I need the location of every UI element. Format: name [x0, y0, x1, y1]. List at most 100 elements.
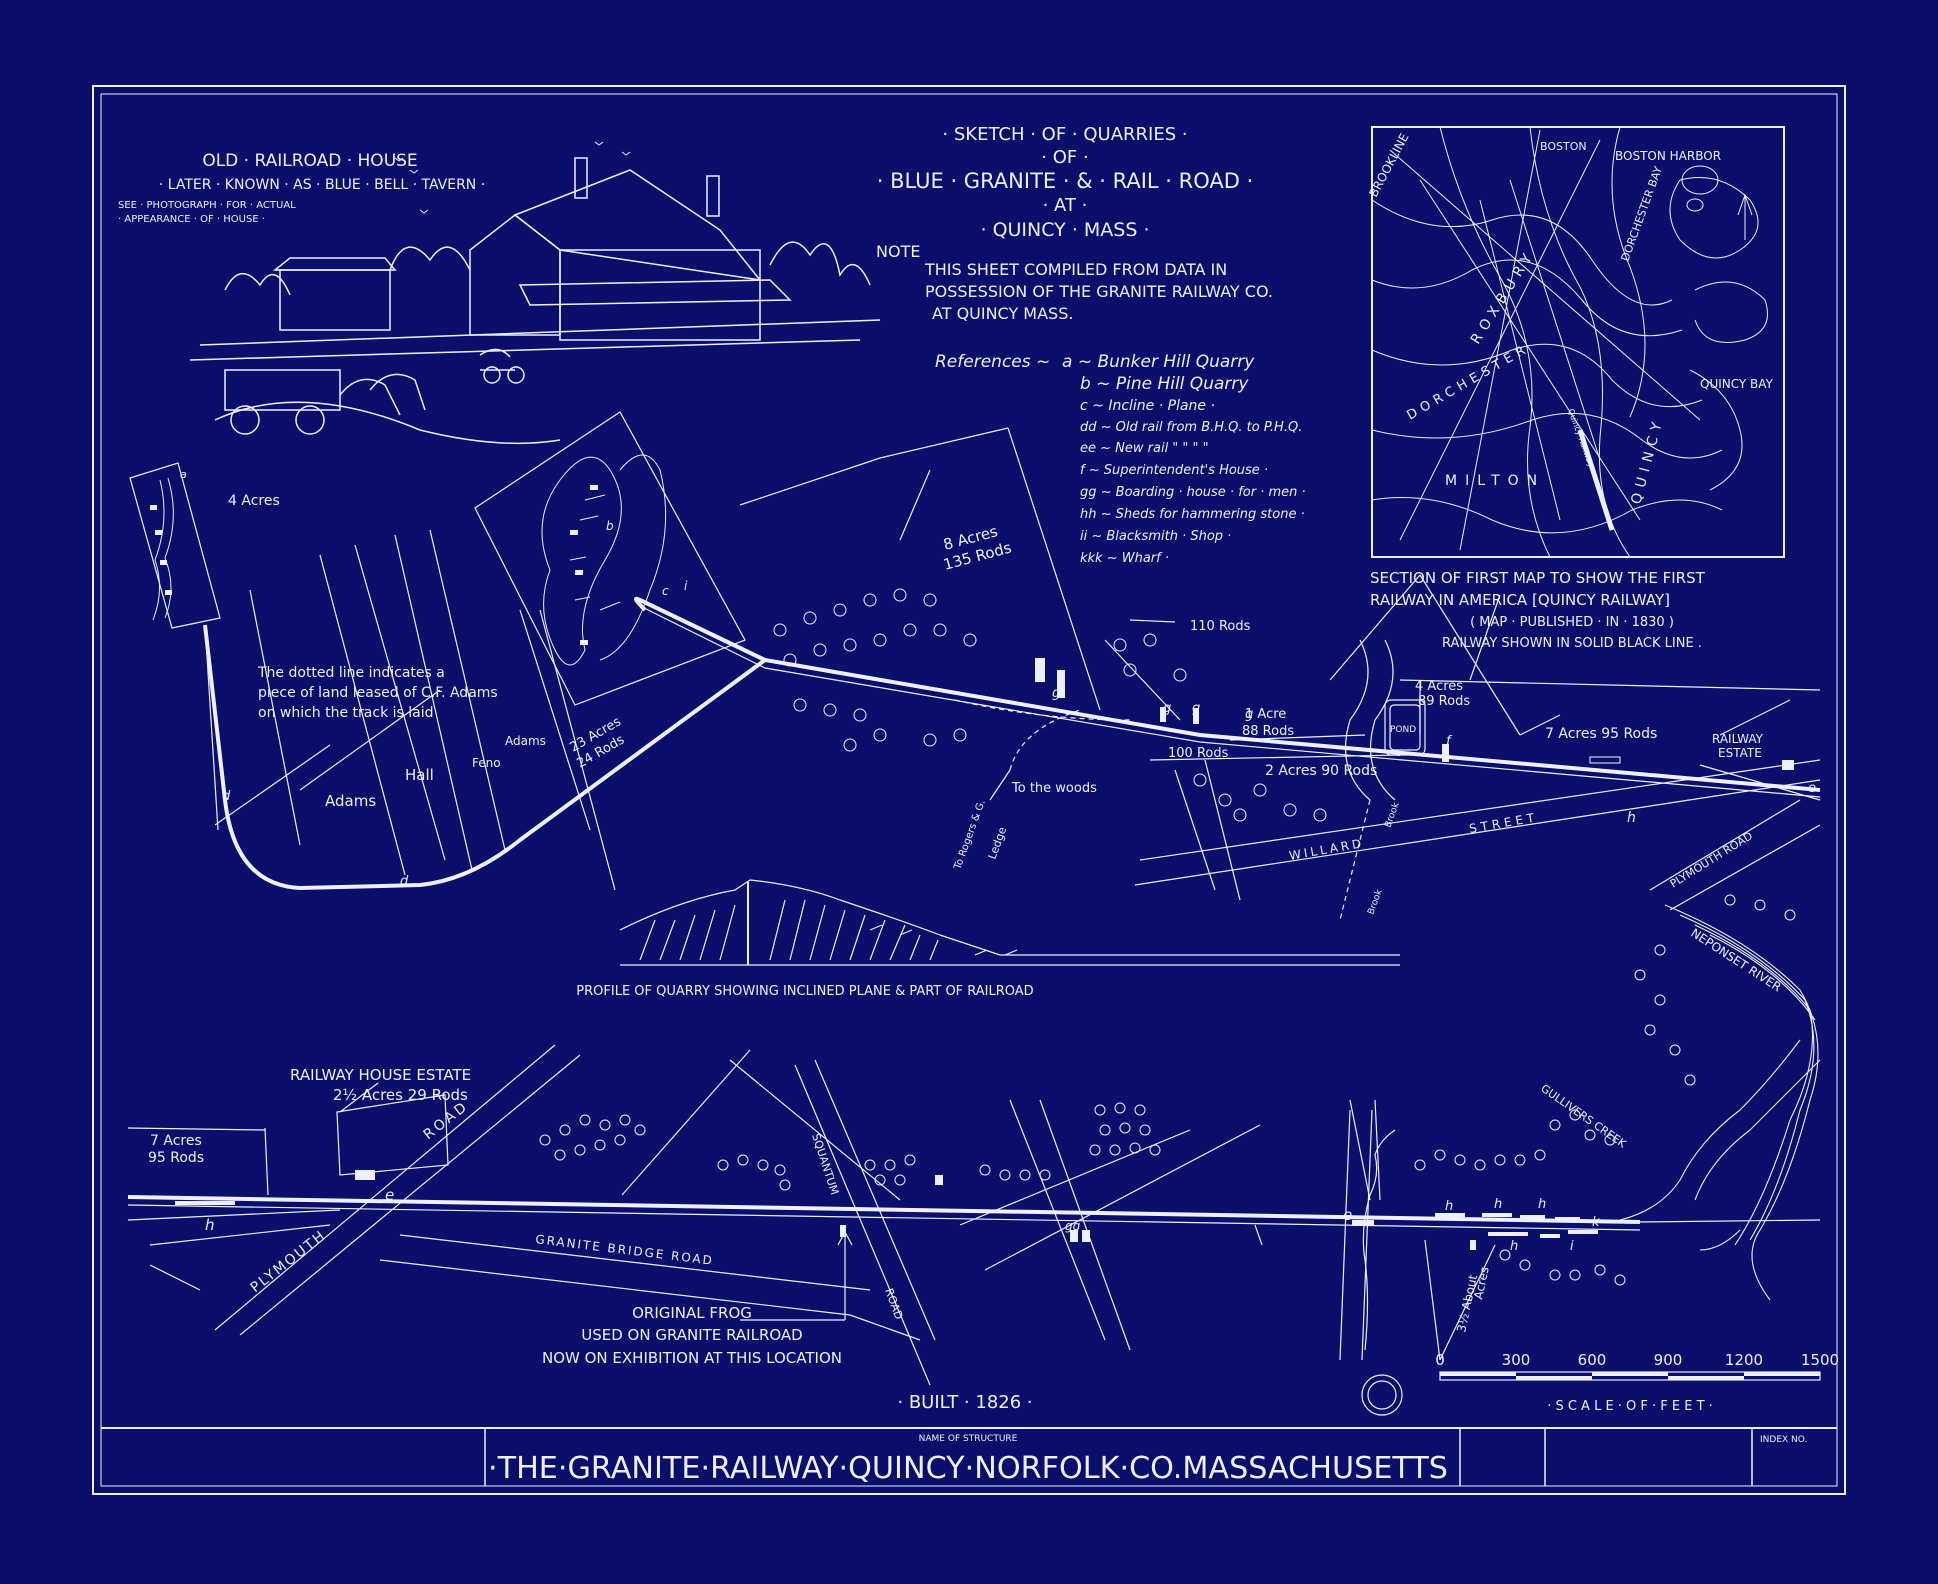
dotted-note-2: piece of land leased of C.F. Adams — [258, 685, 498, 701]
frog-line-1: ORIGINAL FROG — [632, 1304, 752, 1322]
scale-bar: 0 300 600 900 1200 1500 · S C A L E · O … — [1435, 1351, 1839, 1414]
built-date: · BUILT · 1826 · — [897, 1392, 1032, 1413]
letter-c: c — [662, 584, 669, 598]
ref-gg: gg ~ Boarding · house · for · men · — [1080, 485, 1306, 500]
scale-label: · S C A L E · O F · F E E T · — [1547, 1399, 1713, 1414]
ref-kkk: kkk ~ Wharf · — [1080, 551, 1169, 566]
letter-d-1: d — [222, 789, 231, 804]
letter-i: i — [684, 579, 688, 593]
label-willard: WILLARD — [1288, 836, 1365, 863]
label-pond: POND — [1390, 725, 1416, 735]
lower-granite-bridge-road: GRANITE BRIDGE ROAD — [535, 1232, 715, 1268]
lower-map: RAILWAY HOUSE ESTATE 2½ Acres 29 Rods 7 … — [127, 1044, 1821, 1386]
references-legend: References ~ a ~ Bunker Hill Quarry b ~ … — [935, 352, 1306, 566]
upper-labels: 4 Acres The dotted line indicates a piec… — [180, 468, 1816, 994]
upper-railroad — [203, 596, 1821, 891]
ref-ee: ee ~ New rail " " " " — [1080, 441, 1209, 456]
scale-tick-1500: 1500 — [1801, 1351, 1839, 1369]
estate-line-1: RAILWAY HOUSE ESTATE — [290, 1066, 471, 1084]
scale-tick-0: 0 — [1435, 1351, 1445, 1369]
sheet-title: · SKETCH · OF · QUARRIES · · OF · · BLUE… — [876, 124, 1273, 323]
trees-upper — [773, 588, 1796, 1086]
inset-caption-3: ( MAP · PUBLISHED · IN · 1830 ) — [1470, 615, 1674, 630]
label-to-woods: To the woods — [1011, 781, 1097, 796]
title-line-3: · BLUE · GRANITE · & · RAIL · ROAD · — [877, 169, 1254, 193]
letter-b: b — [606, 519, 614, 533]
frog-line-3: NOW ON EXHIBITION AT THIS LOCATION — [542, 1349, 842, 1367]
title-line-2: · OF · — [1041, 147, 1088, 168]
label-to-rogers: To Rogers & G. — [952, 798, 988, 872]
title-block: NAME OF STRUCTURE ·THE·GRANITE·RAILWAY·Q… — [101, 1427, 1837, 1486]
outer-border — [92, 85, 1846, 1495]
note-line-3: AT QUINCY MASS. — [932, 304, 1073, 323]
lower-buildings — [175, 1170, 1598, 1250]
house-illustration: OLD · RAILROAD · HOUSE · LATER · KNOWN ·… — [118, 141, 881, 445]
label-brook-2: Brook — [1366, 888, 1385, 917]
inset-quincy-bay: QUINCY BAY — [1700, 377, 1774, 391]
ref-ii: ii ~ Blacksmith · Shop · — [1080, 529, 1231, 544]
quarry-hachures — [152, 454, 667, 666]
seal-stamp — [1361, 1374, 1403, 1416]
label-hall: Hall — [405, 766, 434, 784]
label-1-acre: 1 Acre — [1245, 707, 1286, 722]
label-brook-1: Brook — [1383, 801, 1402, 830]
quarry-profile: PROFILE OF QUARRY SHOWING INCLINED PLANE… — [576, 879, 1400, 999]
ref-c: c ~ Incline · Plane · — [1080, 398, 1215, 414]
inset-caption-1: SECTION OF FIRST MAP TO SHOW THE FIRST — [1370, 569, 1706, 587]
scale-tick-600: 600 — [1578, 1351, 1607, 1369]
scale-tick-900: 900 — [1654, 1351, 1683, 1369]
inset-milton: MILTON — [1445, 473, 1545, 489]
label-adams-2: Adams — [505, 734, 546, 748]
inset-dorchester-bay: DORCHESTER BAY — [1619, 164, 1665, 263]
title-line-4: · AT · — [1043, 195, 1088, 216]
dotted-note-3: on which the track is laid — [258, 705, 434, 721]
inset-caption-2: RAILWAY IN AMERICA [QUINCY RAILWAY] — [1370, 591, 1670, 609]
lower-letter-h-1: h — [205, 1216, 215, 1234]
letter-e-upper: e — [1808, 781, 1816, 796]
profile-caption: PROFILE OF QUARRY SHOWING INCLINED PLANE… — [576, 984, 1033, 999]
inset-boston: BOSTON — [1540, 140, 1587, 153]
lower-letter-e-1: e — [385, 1186, 394, 1204]
label-4-acres: 4 Acres — [228, 493, 280, 509]
label-plymouth-road-upper: PLYMOUTH ROAD — [1668, 829, 1755, 890]
house-note-2: · APPEARANCE · OF · HOUSE · — [118, 214, 265, 225]
dotted-note-1: The dotted line indicates a — [257, 665, 445, 681]
label-neponset-river: NEPONSET RIVER — [1688, 926, 1783, 995]
label-street: STREET — [1468, 810, 1539, 836]
label-100-rods: 100 Rods — [1168, 746, 1229, 761]
inset-roxbury: ROXBURY — [1468, 246, 1539, 347]
upper-map: 4 Acres The dotted line indicates a piec… — [129, 411, 1821, 1301]
letter-h-upper: h — [1627, 810, 1636, 826]
inset-brookline: BROOKLINE — [1366, 131, 1411, 199]
lower-letter-gg: gg — [1065, 1219, 1081, 1233]
lower-letter-h-4: h — [1538, 1197, 1546, 1212]
label-2-acres: 2 Acres 90 Rods — [1265, 763, 1377, 779]
label-88-rods: 88 Rods — [1242, 724, 1294, 739]
lower-letter-k: k — [1592, 1215, 1600, 1230]
label-feno: Feno — [472, 756, 501, 770]
inset-quincy: QUINCY — [1628, 415, 1667, 506]
letter-g-3: g — [1192, 701, 1200, 716]
lower-7-acres: 7 Acres — [150, 1133, 202, 1149]
inset-dorchester: DORCHESTER — [1405, 341, 1533, 424]
trees-lower — [539, 1102, 1626, 1286]
neponset-river — [1619, 904, 1821, 1301]
ref-a: a ~ Bunker Hill Quarry — [1062, 352, 1255, 372]
label-89-rods: 89 Rods — [1418, 694, 1470, 709]
lower-letter-h-3: h — [1494, 1197, 1502, 1212]
inset-boston-harbor: BOSTON HARBOR — [1615, 149, 1721, 163]
quarry-blocks — [150, 485, 1794, 770]
label-4-acres-89: 4 Acres — [1415, 679, 1463, 694]
scale-tick-300: 300 — [1502, 1351, 1531, 1369]
house-note-1: SEE · PHOTOGRAPH · FOR · ACTUAL — [118, 200, 296, 211]
letter-g-2: g — [1163, 701, 1171, 716]
title-line-1: · SKETCH · OF · QUARRIES · — [942, 124, 1187, 145]
structure-name: ·THE·GRANITE·RAILWAY·QUINCY·NORFOLK·CO.M… — [488, 1451, 1448, 1486]
letter-f: f — [1446, 734, 1453, 749]
lower-95-rods: 95 Rods — [148, 1150, 204, 1166]
lower-about-2: Acres — [1471, 1266, 1492, 1301]
title-line-5: · QUINCY · MASS · — [980, 219, 1149, 241]
letter-a: a — [180, 468, 187, 481]
inset-quincy-railway: Quincy Railway — [1566, 408, 1595, 469]
house-title: OLD · RAILROAD · HOUSE — [202, 151, 417, 171]
